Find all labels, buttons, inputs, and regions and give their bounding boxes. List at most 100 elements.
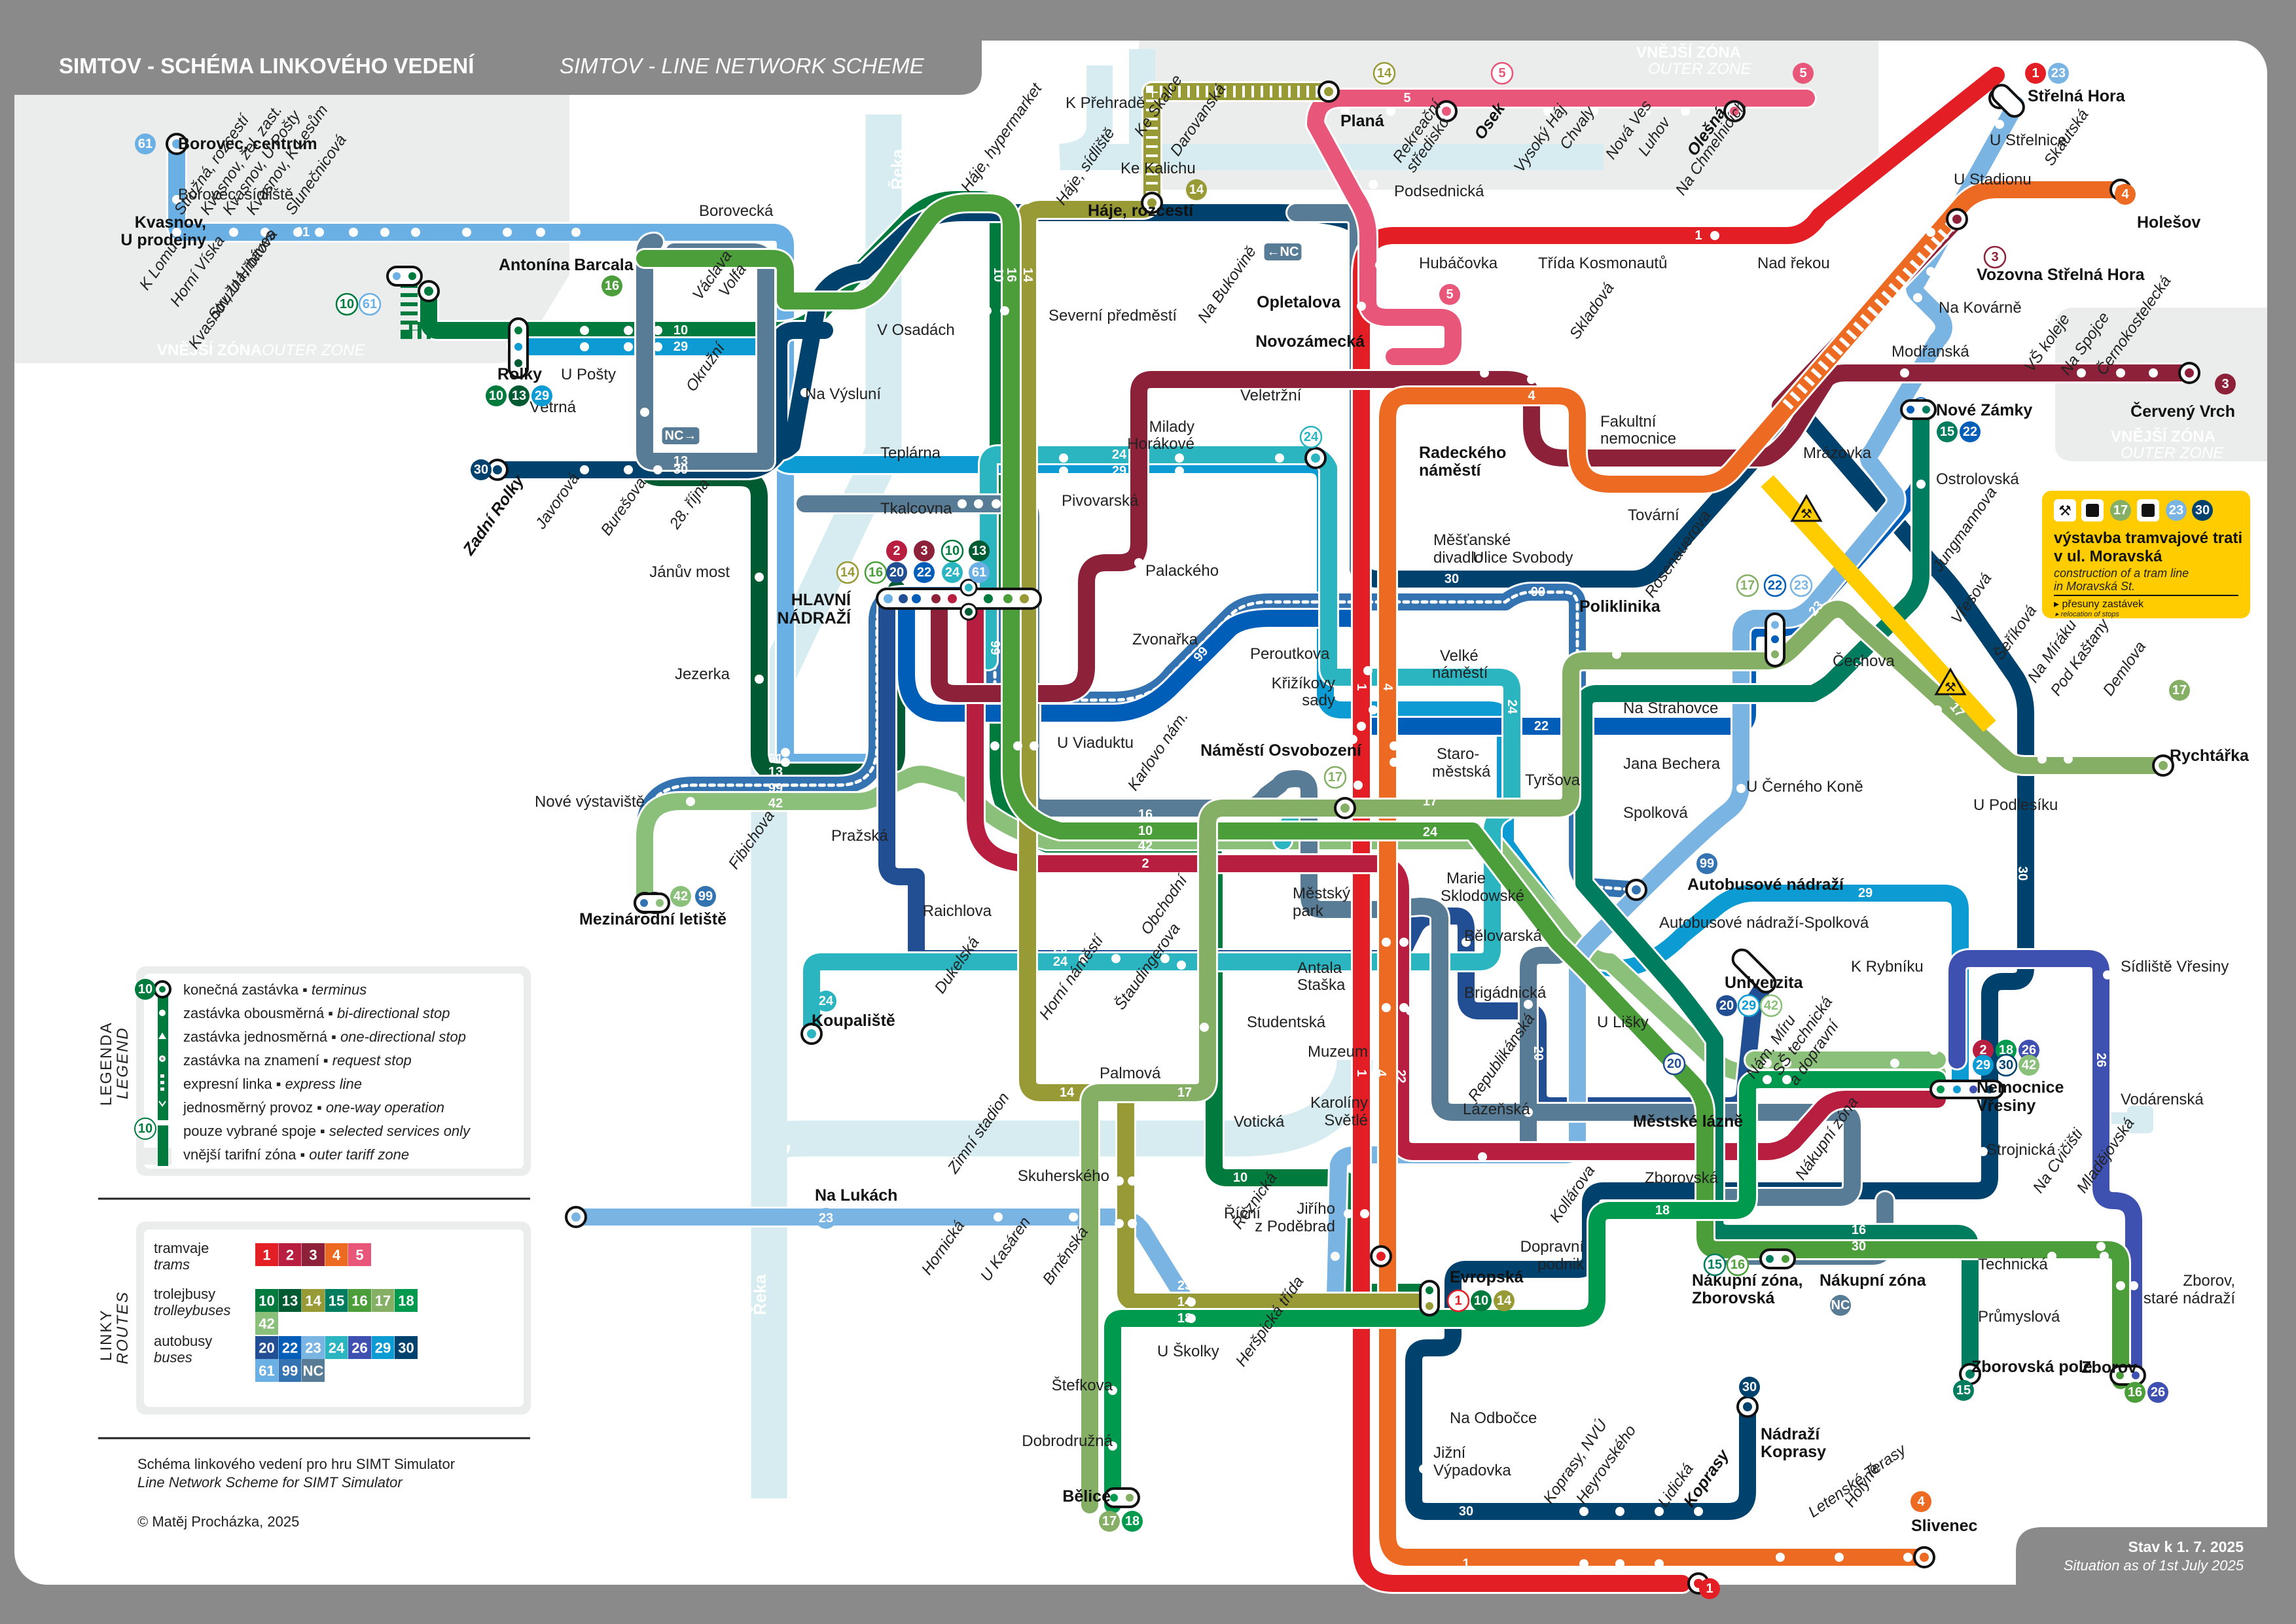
station-label[interactable]: Říční bbox=[1224, 1205, 1261, 1222]
station-label[interactable]: Zborov, bbox=[2183, 1272, 2235, 1290]
stop-marker[interactable] bbox=[1200, 1248, 1209, 1258]
stop-marker[interactable] bbox=[229, 228, 238, 237]
route-swatch-26[interactable] bbox=[348, 1336, 371, 1359]
line-badge-99[interactable] bbox=[695, 886, 716, 907]
route-swatch-17[interactable] bbox=[371, 1289, 395, 1312]
stop-marker[interactable] bbox=[1900, 368, 1909, 378]
stop-marker[interactable] bbox=[816, 388, 825, 397]
station-label[interactable]: Nádraží bbox=[1761, 1425, 1820, 1443]
stop-marker[interactable] bbox=[1439, 1366, 1448, 1375]
station-label[interactable]: U Pošty bbox=[561, 366, 616, 383]
stop-marker[interactable] bbox=[411, 228, 420, 237]
station-label[interactable]: Zborovská bbox=[1645, 1169, 1719, 1187]
stop-marker[interactable] bbox=[580, 359, 589, 368]
stop-marker[interactable] bbox=[293, 228, 302, 237]
stop-marker[interactable] bbox=[992, 499, 1001, 508]
line-badge-16[interactable] bbox=[1726, 1253, 1749, 1277]
stop-marker[interactable] bbox=[653, 465, 662, 474]
stop-marker[interactable] bbox=[653, 342, 662, 351]
line-badge-13[interactable] bbox=[969, 540, 990, 561]
station-label[interactable]: Mezinárodní letiště bbox=[579, 910, 726, 928]
station-label[interactable]: U Černého Koně bbox=[1746, 777, 1863, 796]
stop-marker[interactable] bbox=[1579, 1530, 1588, 1539]
stop-marker[interactable] bbox=[1175, 453, 1184, 463]
stop-marker[interactable] bbox=[1913, 813, 1922, 822]
station-label[interactable]: Studentská bbox=[1247, 1014, 1326, 1031]
station-label[interactable]: Výpadovka bbox=[1433, 1462, 1511, 1479]
station-label[interactable]: K Přehradě bbox=[1066, 94, 1145, 112]
stop-marker[interactable] bbox=[1229, 313, 1238, 322]
station-label[interactable]: městská bbox=[1432, 763, 1491, 781]
line-badge-20[interactable] bbox=[1662, 1052, 1686, 1076]
line-badge-30[interactable] bbox=[2192, 500, 2213, 521]
station-label[interactable]: Čechova bbox=[1833, 652, 1895, 670]
station-label[interactable]: z Poděbrad bbox=[1255, 1218, 1335, 1235]
station-label[interactable]: park bbox=[1293, 902, 1324, 920]
station-label[interactable]: Nákupní zóna bbox=[1820, 1271, 1927, 1290]
stop-marker[interactable] bbox=[1275, 941, 1284, 950]
stop-marker[interactable] bbox=[1331, 1252, 1340, 1261]
line-badge-23[interactable] bbox=[2166, 500, 2187, 521]
station-label[interactable]: Marie bbox=[1446, 870, 1486, 887]
station-label[interactable]: náměstí bbox=[1419, 461, 1482, 480]
stop-marker[interactable] bbox=[1030, 741, 1039, 750]
line-badge-10[interactable] bbox=[486, 385, 507, 406]
line-badge-61[interactable] bbox=[135, 133, 156, 154]
station-label[interactable]: Tyršova bbox=[1525, 771, 1581, 789]
stop-marker[interactable] bbox=[1491, 107, 1500, 116]
stop-marker[interactable] bbox=[624, 342, 633, 351]
stop-marker[interactable] bbox=[994, 1212, 1003, 1222]
station-label[interactable]: divadlo bbox=[1433, 549, 1483, 567]
stop-marker[interactable] bbox=[1000, 306, 1009, 315]
station-label[interactable]: Veletržní bbox=[1240, 387, 1302, 404]
stop-marker[interactable] bbox=[1128, 1219, 1137, 1228]
stop-marker[interactable] bbox=[1589, 107, 1598, 116]
stop-marker[interactable] bbox=[1779, 555, 1788, 564]
stop-marker[interactable] bbox=[1370, 938, 1379, 947]
stop-marker[interactable] bbox=[1108, 1386, 1117, 1395]
station-label[interactable]: Spolková bbox=[1623, 804, 1688, 822]
stop-marker[interactable] bbox=[2064, 224, 2073, 234]
station-label[interactable]: U Viaduktu bbox=[1057, 734, 1134, 752]
line-badge-10[interactable] bbox=[941, 539, 964, 563]
station-label[interactable]: Velké bbox=[1440, 647, 1479, 665]
line-badge-22[interactable] bbox=[1960, 421, 1981, 442]
stop-marker[interactable] bbox=[1390, 758, 1399, 767]
stop-marker[interactable] bbox=[1671, 810, 1680, 819]
line-badge-18[interactable] bbox=[1122, 1511, 1143, 1532]
line-badge-1[interactable] bbox=[1446, 1289, 1470, 1313]
line-badge-20[interactable] bbox=[886, 562, 907, 583]
line-badge-4[interactable] bbox=[1910, 1491, 1931, 1512]
station-label[interactable]: Jánův most bbox=[649, 563, 730, 581]
stop-marker[interactable] bbox=[1363, 666, 1372, 675]
stop-marker[interactable] bbox=[1936, 156, 1945, 165]
line-badge-2[interactable] bbox=[1973, 1040, 1994, 1061]
route-swatch-15[interactable] bbox=[325, 1289, 348, 1312]
stop-marker[interactable] bbox=[982, 306, 992, 315]
station-label[interactable]: Muzeum bbox=[1308, 1043, 1368, 1061]
station-label[interactable]: Dopravní bbox=[1520, 1238, 1585, 1256]
stop-marker[interactable] bbox=[580, 465, 589, 474]
station-label[interactable]: Lázeňská bbox=[1463, 1101, 1530, 1118]
station-label[interactable]: Rychtářka bbox=[2170, 747, 2250, 765]
stop-marker[interactable] bbox=[1776, 1553, 1785, 1562]
station-label[interactable]: Koprasy bbox=[1761, 1443, 1826, 1461]
line-badge-16[interactable] bbox=[601, 275, 622, 296]
line-badge-24[interactable] bbox=[942, 562, 963, 583]
stop-marker[interactable] bbox=[1121, 1441, 1130, 1451]
station-label[interactable]: NÁDRAŽÍ bbox=[778, 608, 852, 627]
line-badge-23[interactable] bbox=[816, 1208, 836, 1229]
station-label[interactable]: Mrázovka bbox=[1803, 444, 1872, 462]
station-label[interactable]: Na Kovárně bbox=[1939, 299, 2022, 317]
stop-marker[interactable] bbox=[172, 195, 181, 204]
station-label[interactable]: Pivovarská bbox=[1062, 492, 1139, 510]
station-label[interactable]: Městský bbox=[1293, 885, 1350, 902]
stop-marker[interactable] bbox=[1059, 453, 1068, 463]
line-badge-3[interactable] bbox=[914, 540, 935, 561]
line-badge-30[interactable] bbox=[471, 459, 492, 480]
station-label[interactable]: Votická bbox=[1234, 1113, 1285, 1131]
route-swatch-14[interactable] bbox=[302, 1289, 325, 1312]
stop-marker[interactable] bbox=[1524, 1000, 1533, 1009]
stop-marker[interactable] bbox=[580, 342, 589, 351]
stop-marker[interactable] bbox=[1926, 228, 1935, 237]
